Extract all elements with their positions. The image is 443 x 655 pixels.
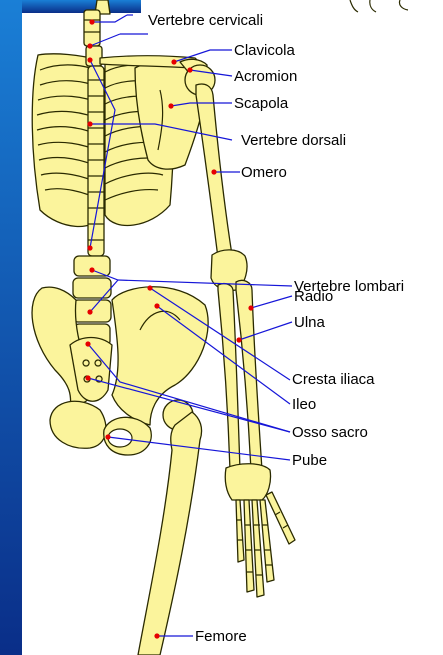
label-acromion: Acromion (234, 68, 297, 85)
label-ileo: Ileo (292, 396, 316, 413)
label-osso-sacro: Osso sacro (292, 424, 368, 441)
label-scapola: Scapola (234, 95, 289, 112)
label-ulna: Ulna (294, 314, 326, 331)
label-omero: Omero (241, 164, 287, 181)
label-femore: Femore (195, 628, 247, 645)
label-vertebre-cervicali: Vertebre cervicali (148, 12, 263, 29)
label-radio: Radio (294, 288, 333, 305)
slide-background-left-bar (0, 0, 22, 655)
label-cresta-iliaca: Cresta iliaca (292, 371, 375, 388)
label-pube: Pube (292, 452, 327, 469)
label-vertebre-dorsali: Vertebre dorsali (241, 132, 346, 149)
label-clavicola: Clavicola (234, 42, 296, 59)
